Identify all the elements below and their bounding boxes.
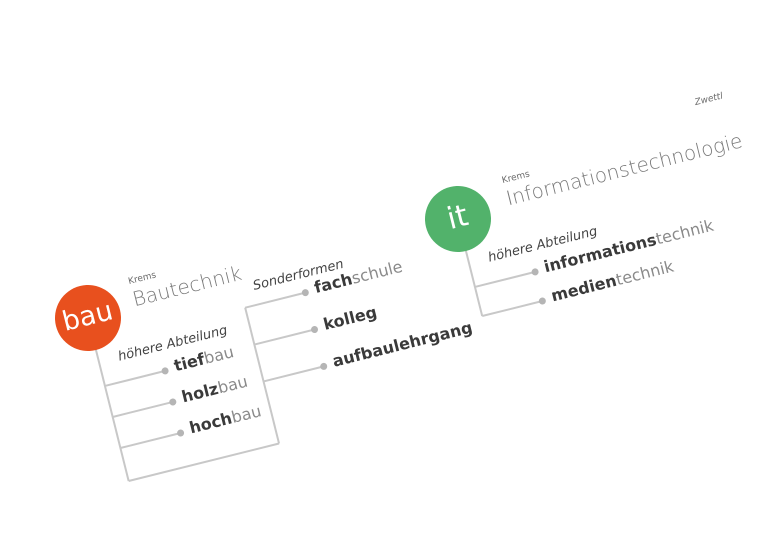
- it-tree-lines: [464, 249, 546, 317]
- bau-logo-text: bau: [59, 295, 117, 338]
- bau-item-dot: [161, 367, 169, 375]
- bau-special-dot: [311, 326, 319, 334]
- it-logo-text: it: [443, 198, 472, 237]
- bau-item-dot: [177, 429, 185, 437]
- bau-item-dot: [169, 398, 177, 406]
- bau-tree-lines: [94, 289, 328, 482]
- it-item-dot: [531, 268, 539, 276]
- bau-special-dot: [301, 289, 309, 297]
- it-item-dot: [538, 297, 546, 305]
- bau-special-dot: [320, 362, 328, 370]
- it-location-right: Zwettl: [693, 91, 725, 109]
